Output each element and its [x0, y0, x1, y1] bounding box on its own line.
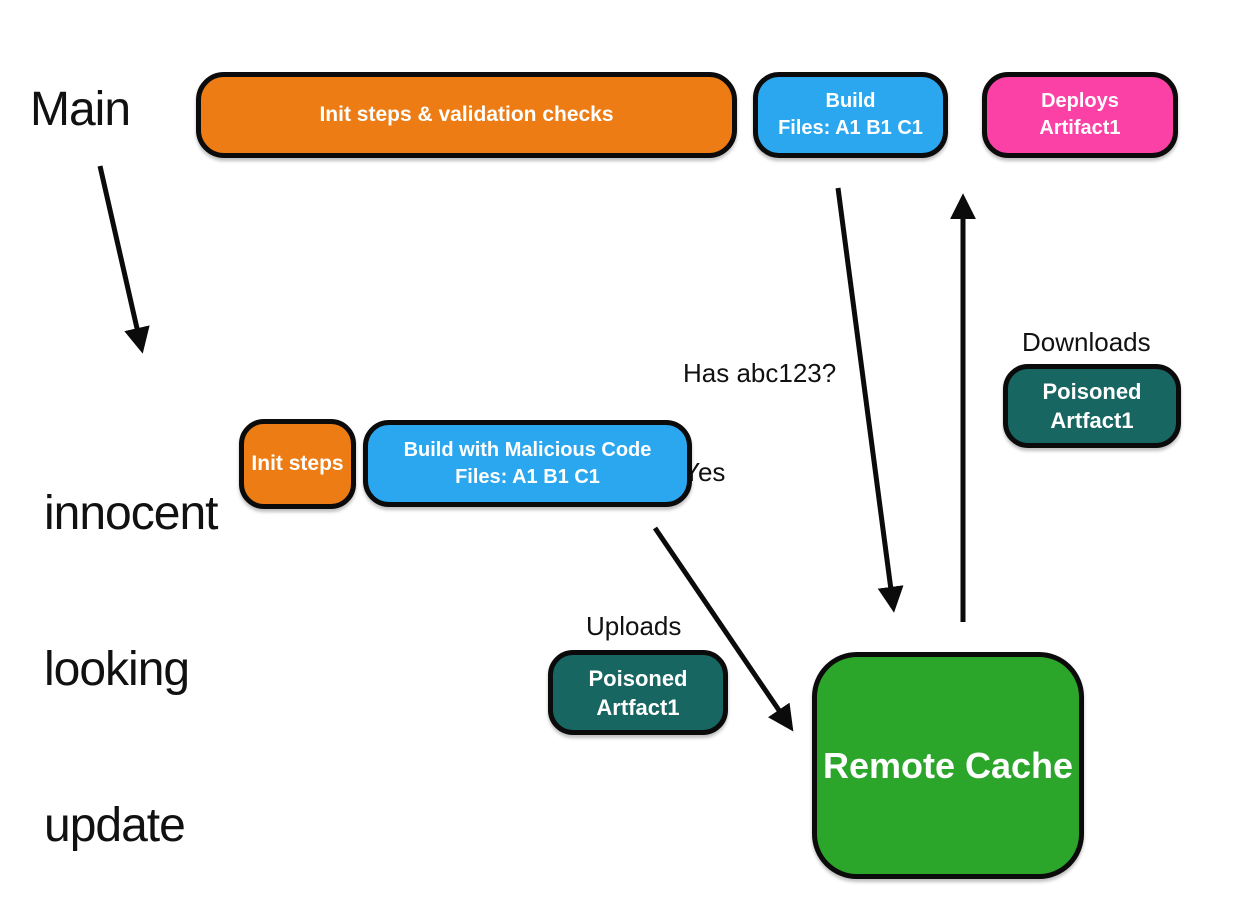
node-label-line2: Artfact1 — [1050, 408, 1134, 433]
node-label: Remote Cache — [822, 744, 1074, 786]
node-deploys-artifact1: Deploys Artifact1 — [982, 72, 1178, 158]
node-poisoned-artifact-download: Poisoned Artfact1 — [1003, 364, 1181, 448]
label-innocent-line2: looking — [44, 643, 190, 696]
label-innocent-looking-update: innocent looking update — [44, 384, 218, 908]
node-label: Init steps — [251, 452, 344, 475]
node-build-with-malicious-code: Build with Malicious Code Files: A1 B1 C… — [363, 420, 692, 507]
node-build-files: Build Files: A1 B1 C1 — [753, 72, 948, 158]
node-label-line2: Files: A1 B1 C1 — [455, 465, 600, 488]
node-label-line1: Build — [825, 90, 876, 112]
label-downloads: Downloads — [1022, 327, 1151, 357]
node-label-line2: Artfact1 — [596, 694, 680, 720]
arrow-build-to-remote-cache — [835, 187, 904, 613]
node-label: Init steps & validation checks — [319, 103, 614, 126]
node-label-line1: Poisoned — [588, 665, 688, 691]
label-innocent-line3: update — [44, 799, 186, 852]
arrow-malicious-build-to-remote-cache — [652, 526, 794, 732]
node-label-line2: Artifact1 — [1039, 117, 1121, 139]
label-uploads: Uploads — [586, 611, 682, 641]
label-has-abc123-answer: Yes — [683, 457, 726, 487]
node-init-steps-validation-checks: Init steps & validation checks — [196, 72, 737, 158]
node-label-line1: Deploys — [1041, 90, 1119, 112]
label-has-abc123: Has abc123? Yes — [683, 291, 836, 555]
label-main: Main — [30, 83, 131, 136]
node-poisoned-artifact-upload: Poisoned Artfact1 — [548, 650, 728, 735]
label-has-abc123-question: Has abc123? — [683, 358, 837, 388]
node-remote-cache: Remote Cache — [812, 652, 1084, 879]
node-label-line1: Build with Malicious Code — [403, 438, 652, 461]
node-init-steps: Init steps — [239, 419, 356, 509]
label-innocent-line1: innocent — [44, 487, 218, 540]
node-label-line2: Files: A1 B1 C1 — [778, 117, 923, 139]
arrow-main-to-innocent-update — [97, 165, 150, 354]
node-label-line1: Poisoned — [1042, 379, 1142, 404]
